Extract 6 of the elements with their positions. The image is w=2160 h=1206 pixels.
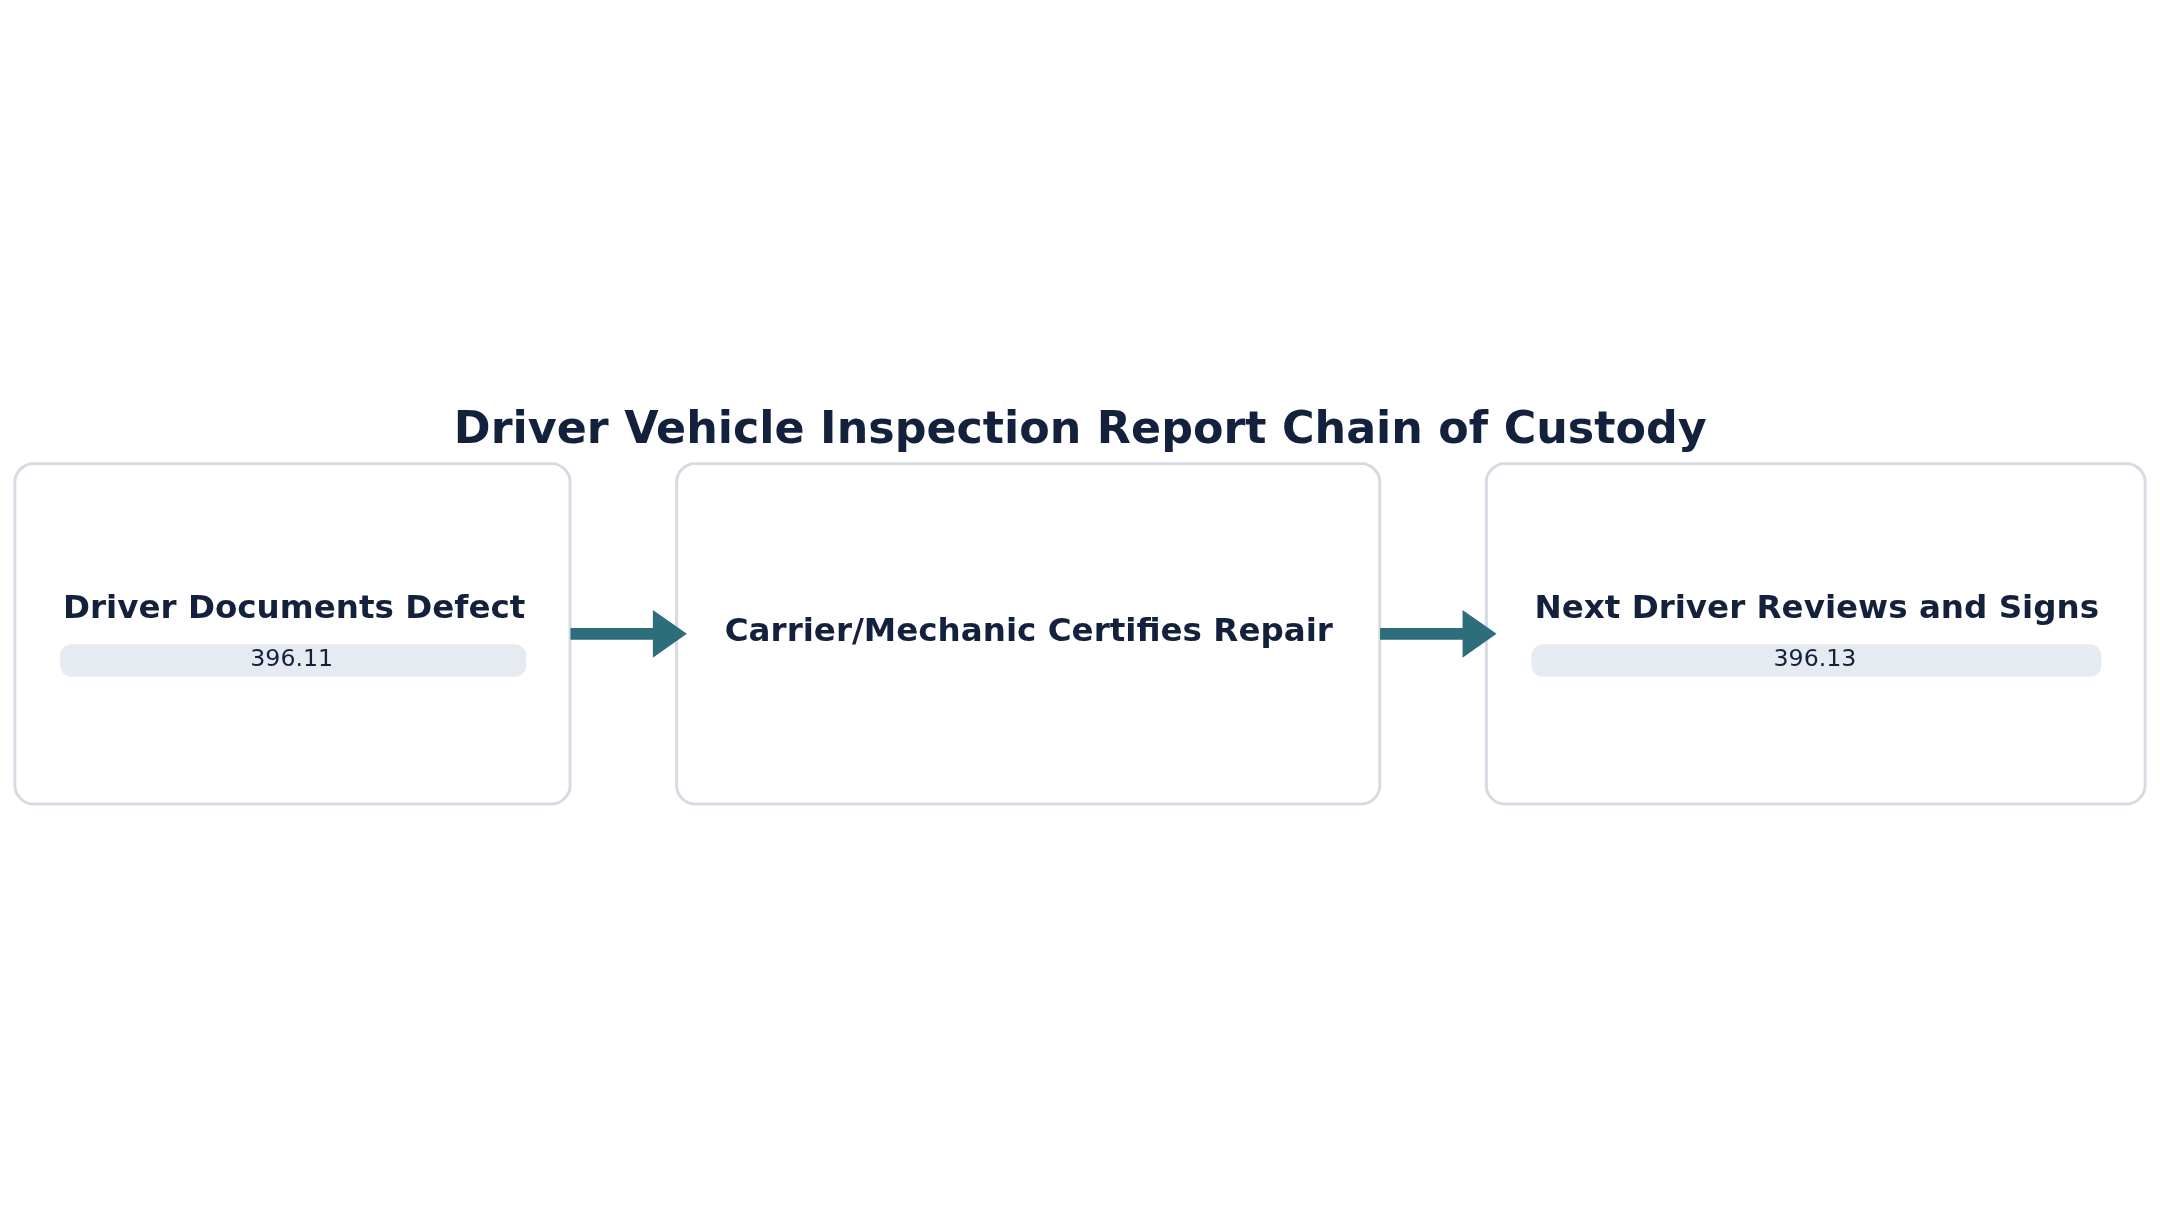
node-box: Driver Documents Defect 396.11 bbox=[13, 461, 572, 806]
node-box: Next Driver Reviews and Signs 396.13 bbox=[1484, 461, 2147, 806]
arrow bbox=[1380, 609, 1497, 658]
arrow bbox=[570, 609, 687, 658]
diagram-title: Driver Vehicle Inspection Report Chain of Custody bbox=[453, 401, 1707, 453]
node-box: Carrier/Mechanic Certifies Repair bbox=[675, 461, 1382, 806]
